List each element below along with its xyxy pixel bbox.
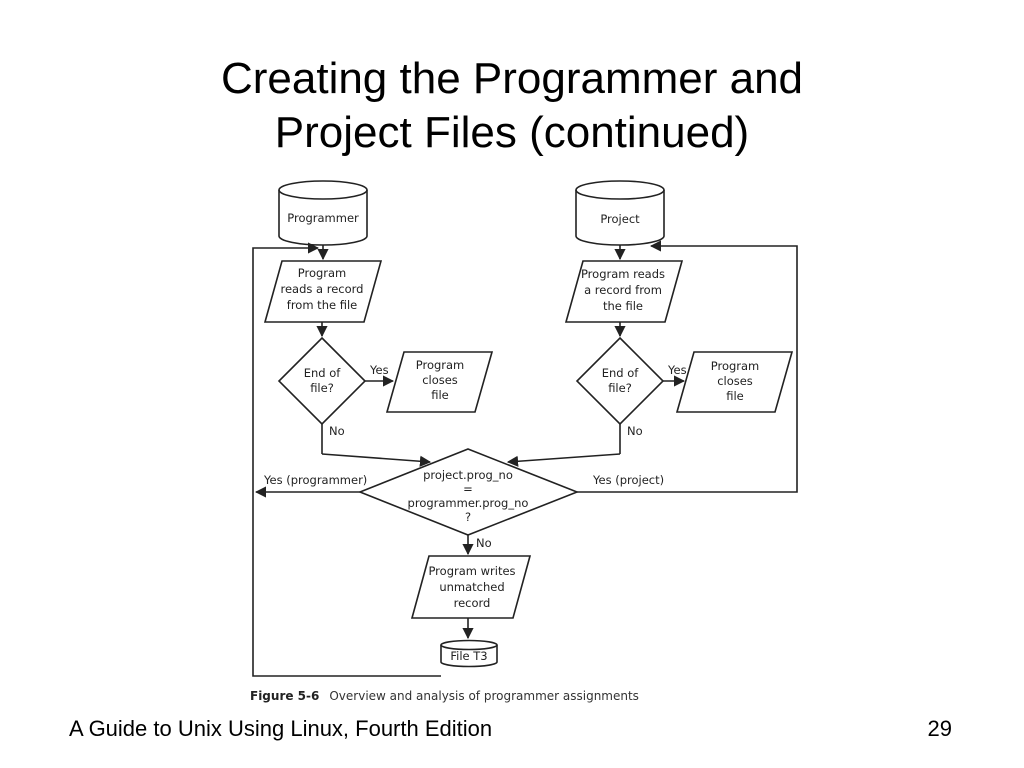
right-close-line3: file	[726, 389, 744, 403]
left-read-parallelogram	[263, 260, 383, 323]
slide-title-line1: Creating the Programmer and	[220, 54, 804, 103]
right-close-line1: Program	[711, 359, 760, 373]
right-read-line1: Program reads	[581, 267, 665, 281]
right-eof-line2: file?	[608, 381, 632, 395]
footer-book-title: A Guide to Unix Using Linux, Fourth Edit…	[69, 716, 493, 741]
write-line1: Program writes	[428, 564, 515, 578]
left-eof-line2: file?	[310, 381, 334, 395]
page-number: 29	[927, 716, 952, 741]
slide-title: Creating the Programmer and Project File…	[0, 52, 1024, 160]
output-file-label: File T3	[450, 649, 487, 663]
left-read-line2: reads a record	[281, 282, 364, 296]
figure-caption-text: Overview and analysis of programmer assi…	[329, 689, 639, 703]
left-close-parallelogram	[385, 351, 494, 413]
arrow-left-to-compare	[321, 453, 432, 467]
left-close-line3: file	[431, 388, 449, 402]
arrow-right-to-compare	[506, 453, 621, 467]
write-parallelogram	[410, 555, 532, 619]
write-line3: record	[454, 596, 491, 610]
left-read-line1: Program	[298, 266, 347, 280]
compare-line2: =	[463, 482, 473, 496]
programmer-file-label: Programmer	[287, 211, 359, 225]
yes-project-label: Yes (project)	[592, 473, 664, 487]
loop-left-return	[252, 242, 441, 677]
right-close-line2: closes	[717, 374, 753, 388]
right-close-parallelogram	[675, 351, 794, 413]
compare-no-label: No	[476, 536, 492, 550]
left-eof-line1: End of	[304, 366, 342, 380]
right-read-parallelogram	[564, 260, 684, 323]
loop-right-yes-project	[577, 240, 798, 493]
write-line2: unmatched	[439, 580, 504, 594]
left-yes-label: Yes	[369, 363, 389, 377]
left-read-line3: from the file	[287, 298, 357, 312]
figure-label: Figure 5-6	[250, 689, 320, 703]
compare-line3: programmer.prog_no	[408, 496, 529, 510]
right-eof-line1: End of	[602, 366, 640, 380]
right-no-label: No	[627, 424, 643, 438]
figure-caption: Figure 5-6 Overview and analysis of progr…	[250, 689, 639, 703]
slide-title-line2: Project Files (continued)	[274, 108, 750, 157]
right-read-line2: a record from	[584, 283, 662, 297]
compare-line1: project.prog_no	[423, 468, 513, 482]
project-file-label: Project	[600, 212, 640, 226]
output-file-cylinder	[440, 639, 498, 668]
right-yes-label: Yes	[667, 363, 687, 377]
left-close-line2: closes	[422, 373, 458, 387]
compare-line4: ?	[465, 510, 471, 524]
yes-programmer-label: Yes (programmer)	[263, 473, 367, 487]
right-read-line3: the file	[603, 299, 643, 313]
left-no-label: No	[329, 424, 345, 438]
left-close-line1: Program	[416, 358, 465, 372]
